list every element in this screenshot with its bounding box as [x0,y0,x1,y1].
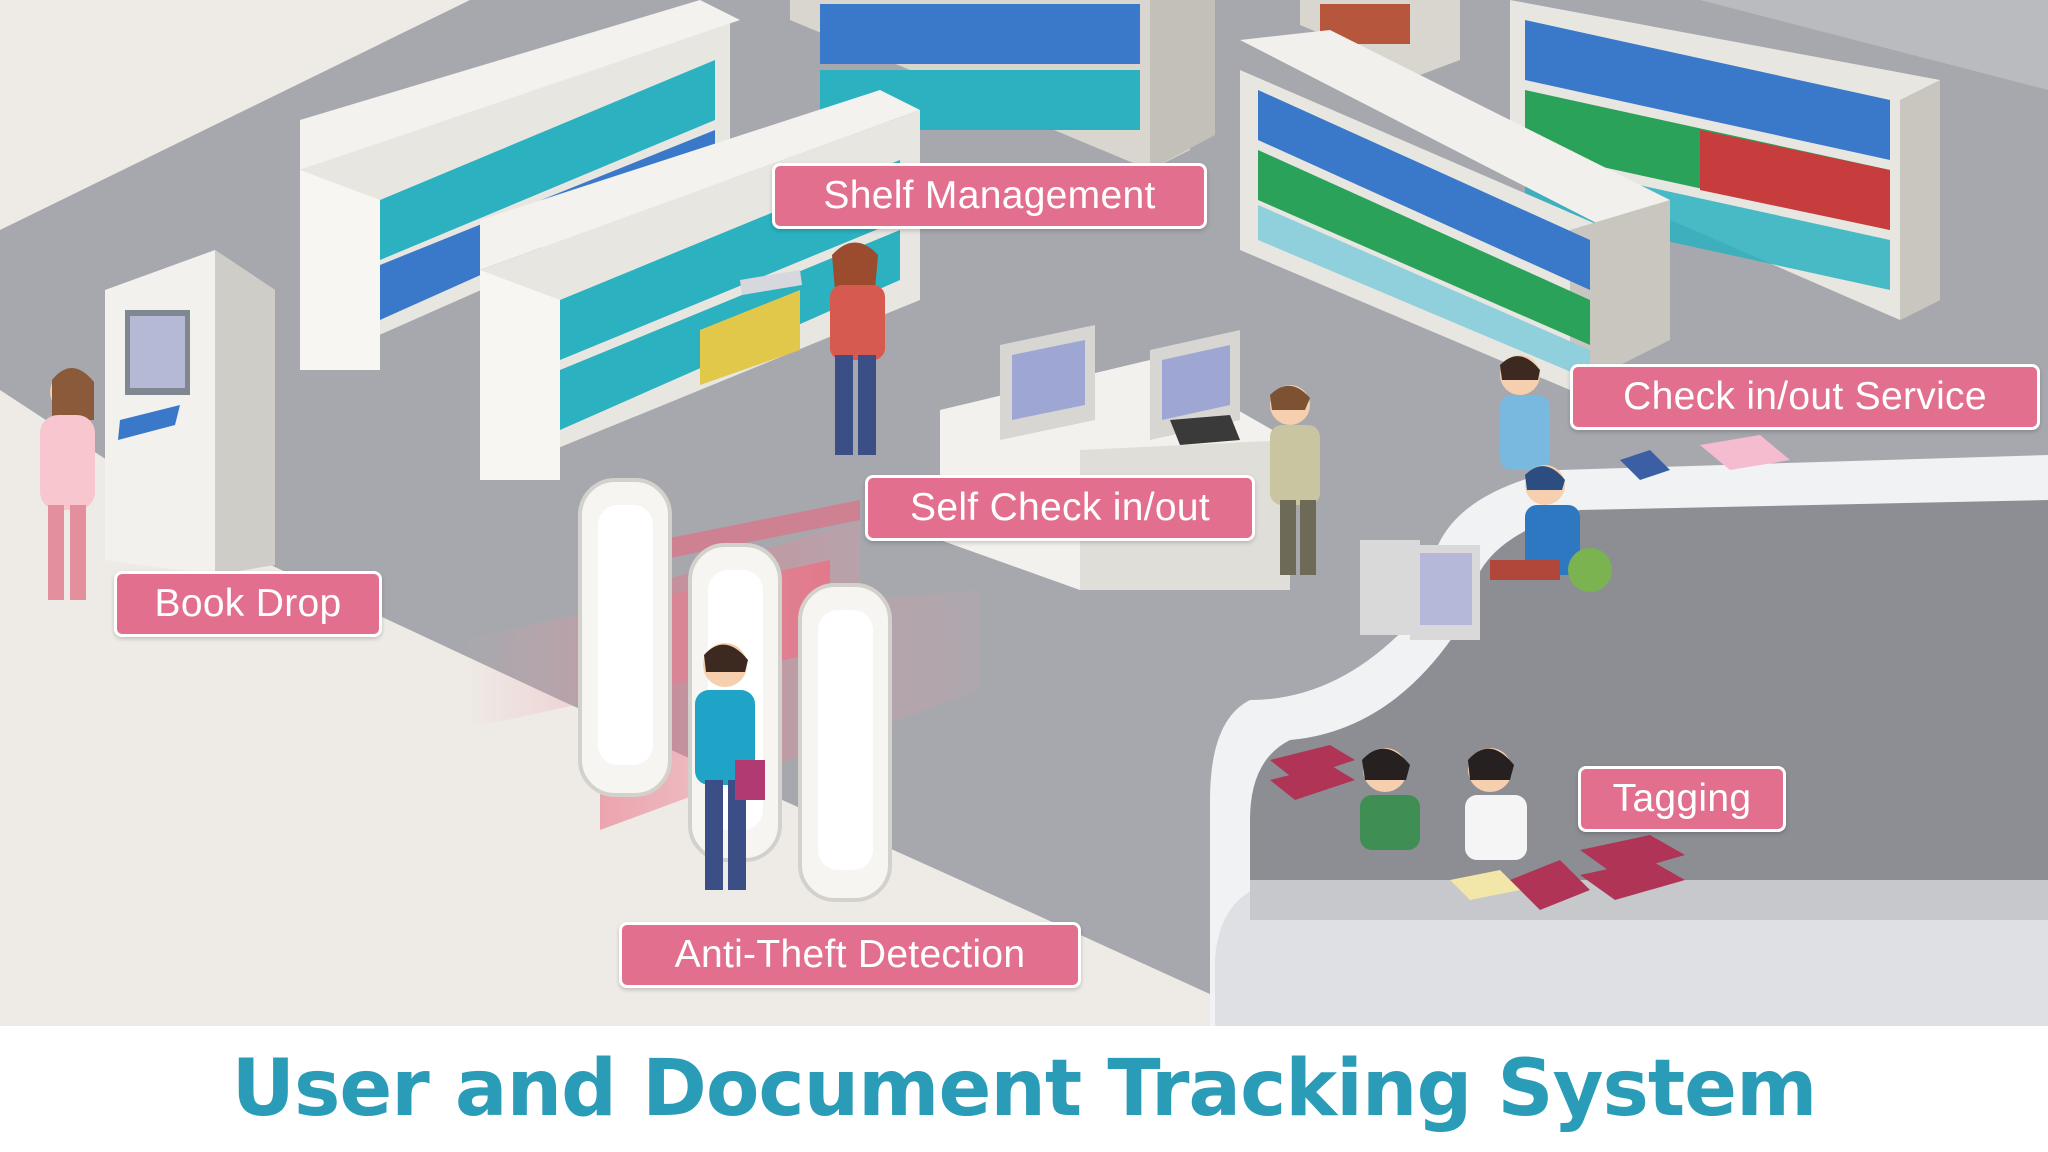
person-shelf-management [740,242,885,455]
label-book-drop: Book Drop [114,571,382,637]
light-floor-top [0,0,470,230]
caption-title: User and Document Tracking System [231,1044,1818,1134]
person-anti-theft [695,643,765,890]
person-tagging-1 [1360,748,1420,850]
label-self-check: Self Check in/out [865,475,1255,541]
person-self-check [1270,385,1320,575]
person-check-service [1490,355,1612,592]
shelf-right-front [1240,30,1670,390]
shelf-left-1 [300,0,740,370]
shelf-back-1 [790,0,1215,170]
circulation-desk [1210,455,2048,1026]
person-tagging-2 [1465,748,1527,860]
back-wall [470,0,2048,90]
label-tagging: Tagging [1578,766,1786,832]
label-anti-theft: Anti-Theft Detection [619,922,1081,988]
book-drop-kiosk [105,250,275,575]
label-check-service: Check in/out Service [1570,364,2040,430]
book-stacks [1270,435,1790,910]
light-floor-strip [0,390,1280,1026]
person-book-drop [40,367,95,600]
label-shelf-management: Shelf Management [772,163,1207,229]
